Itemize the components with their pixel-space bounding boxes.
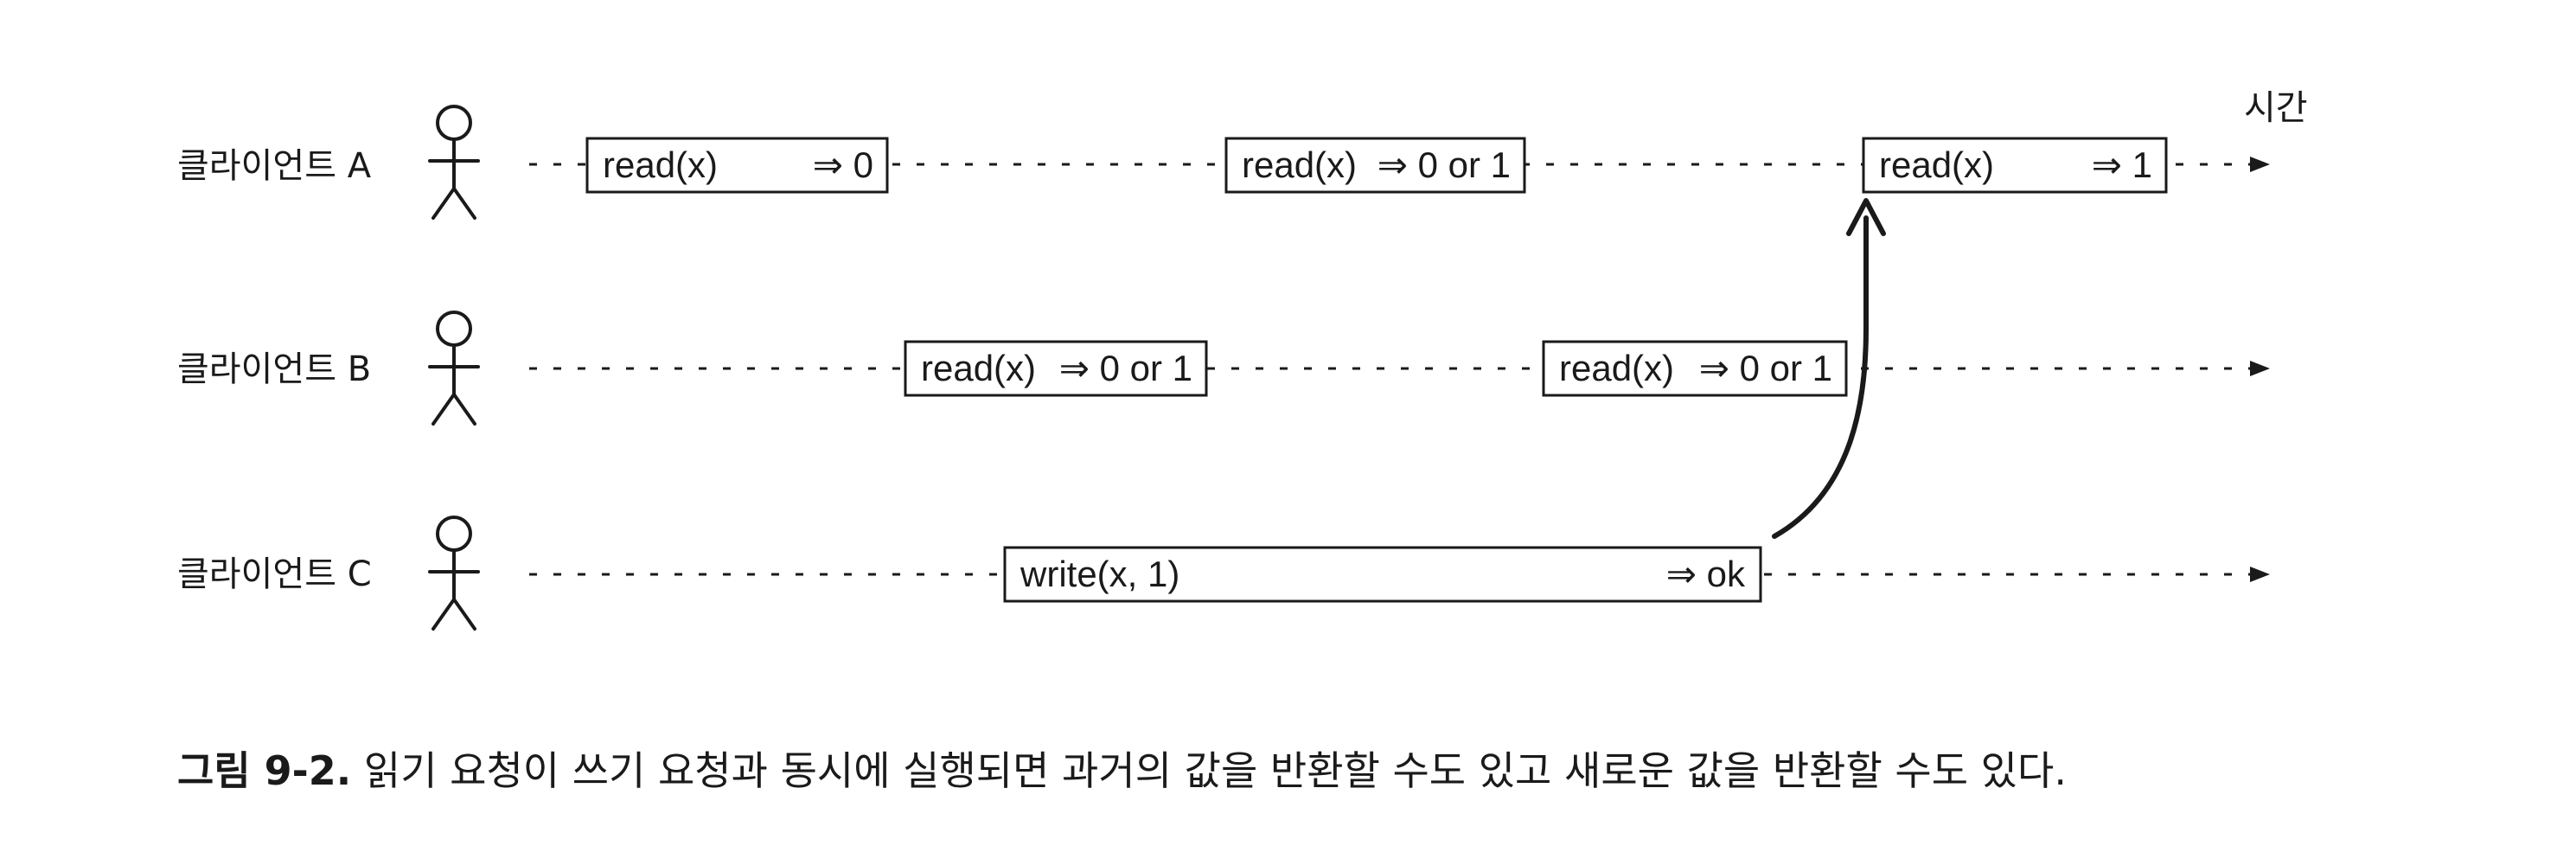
client-c-time-arrowhead bbox=[2250, 567, 2270, 582]
figure-caption: 그림 9-2. 읽기 요청이 쓰기 요청과 동시에 실행되면 과거의 값을 반환… bbox=[177, 740, 2067, 797]
client-a-person-icon bbox=[428, 105, 480, 220]
op-box bbox=[1224, 137, 1526, 194]
op-box bbox=[1542, 340, 1848, 397]
client-c-row: 클라이언트 C write(x, 1) ⇒ ok bbox=[177, 516, 2270, 631]
op-request: write(x, 1) bbox=[1020, 554, 1179, 594]
time-label: 시간 bbox=[2244, 88, 2308, 128]
op-box bbox=[904, 340, 1208, 397]
op-box bbox=[1003, 546, 1762, 603]
client-c-person-icon bbox=[428, 516, 480, 631]
op-request: read(x) bbox=[1879, 144, 1994, 185]
op-request: read(x) bbox=[1242, 144, 1357, 185]
op-response: ⇒ 0 or 1 bbox=[1059, 348, 1192, 388]
op-response: ⇒ 1 bbox=[2092, 144, 2152, 185]
op-request: read(x) bbox=[921, 348, 1036, 388]
client-c-op-1: write(x, 1) ⇒ ok bbox=[1003, 546, 1762, 603]
caption-text: 읽기 요청이 쓰기 요청과 동시에 실행되면 과거의 값을 반환할 수도 있고 … bbox=[363, 747, 2067, 794]
client-a-op-1: read(x) ⇒ 0 bbox=[585, 137, 889, 194]
op-request: read(x) bbox=[603, 144, 718, 185]
op-box bbox=[1862, 137, 2168, 194]
caption-number: 그림 9-2. bbox=[177, 747, 352, 794]
op-response: ⇒ 0 or 1 bbox=[1377, 144, 1511, 185]
client-b-op-1: read(x) ⇒ 0 or 1 bbox=[904, 340, 1208, 397]
client-b-time-arrowhead bbox=[2250, 361, 2270, 376]
client-a-op-3: read(x) ⇒ 1 bbox=[1862, 137, 2168, 194]
op-response: ⇒ 0 bbox=[813, 144, 873, 185]
client-a-row: 클라이언트 A read(x) ⇒ 0 read(x) ⇒ 0 or 1 rea… bbox=[177, 105, 2270, 220]
op-request: read(x) bbox=[1559, 348, 1674, 388]
client-b-label: 클라이언트 B bbox=[177, 349, 371, 389]
client-b-op-2: read(x) ⇒ 0 or 1 bbox=[1542, 340, 1848, 397]
op-response: ⇒ ok bbox=[1666, 554, 1746, 594]
op-response: ⇒ 0 or 1 bbox=[1699, 348, 1832, 388]
client-a-op-2: read(x) ⇒ 0 or 1 bbox=[1224, 137, 1526, 194]
client-b-row: 클라이언트 B read(x) ⇒ 0 or 1 read(x) ⇒ 0 or … bbox=[177, 311, 2270, 426]
causal-arrowhead bbox=[1846, 198, 1886, 236]
causal-arrow bbox=[1772, 215, 1869, 539]
client-a-label: 클라이언트 A bbox=[177, 146, 372, 186]
op-box bbox=[585, 137, 889, 194]
client-c-label: 클라이언트 C bbox=[177, 554, 372, 594]
client-b-person-icon bbox=[428, 311, 480, 426]
client-a-time-arrowhead bbox=[2250, 157, 2270, 172]
